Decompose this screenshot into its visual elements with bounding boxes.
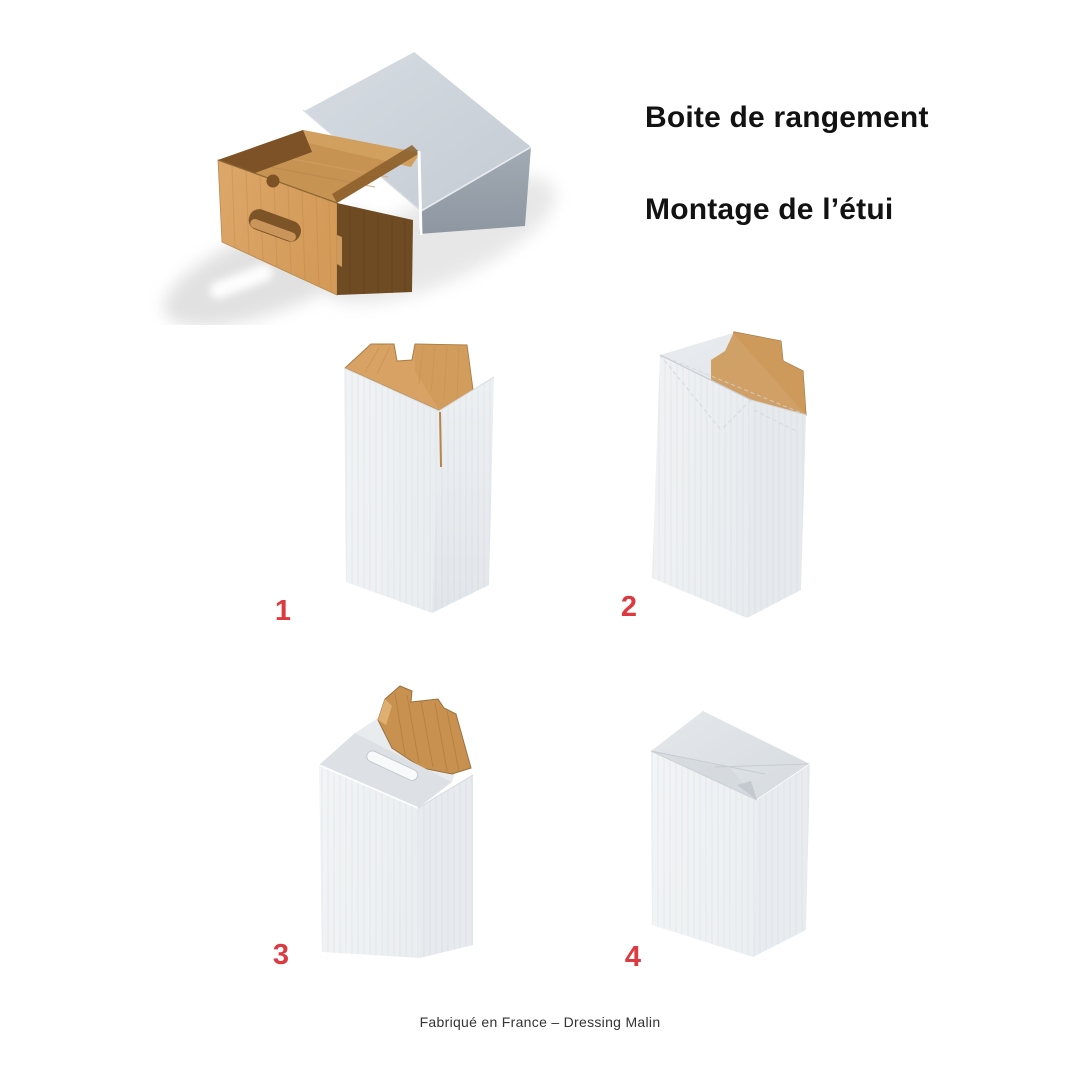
handle-hole [248,209,301,242]
sleeve-case [301,49,532,234]
footer-text: Fabriqué en France – Dressing Malin [419,1014,661,1030]
step1-carton-open-kraft-flap-up-icon [343,343,495,613]
drawer-front-panel [217,159,338,296]
page-title: Boite de rangement [645,101,929,134]
drawer-box-3d-render [163,49,556,325]
tuck-corner [737,781,757,800]
thumb-notch [266,174,280,188]
top-facet-front [319,733,452,808]
step1-number: 1 [274,595,292,627]
shadow-handle-slot [209,264,273,299]
top-handle-slot [366,750,419,781]
step3-top-closed-flap-tucking-icon [318,685,474,958]
kraft-drawer [217,130,423,296]
step2-side-flap-folded-kraft-raised-icon [652,331,807,618]
page-subtitle: Montage de l’étui [645,193,894,226]
step4-carton-fully-closed-icon [650,711,811,957]
step2-number: 2 [620,591,638,623]
step3-number: 3 [272,939,290,971]
kraft-corner-edge [439,411,442,468]
step4-number: 4 [624,941,642,973]
crease-lines [659,354,799,433]
drawer-side-face [337,203,413,295]
